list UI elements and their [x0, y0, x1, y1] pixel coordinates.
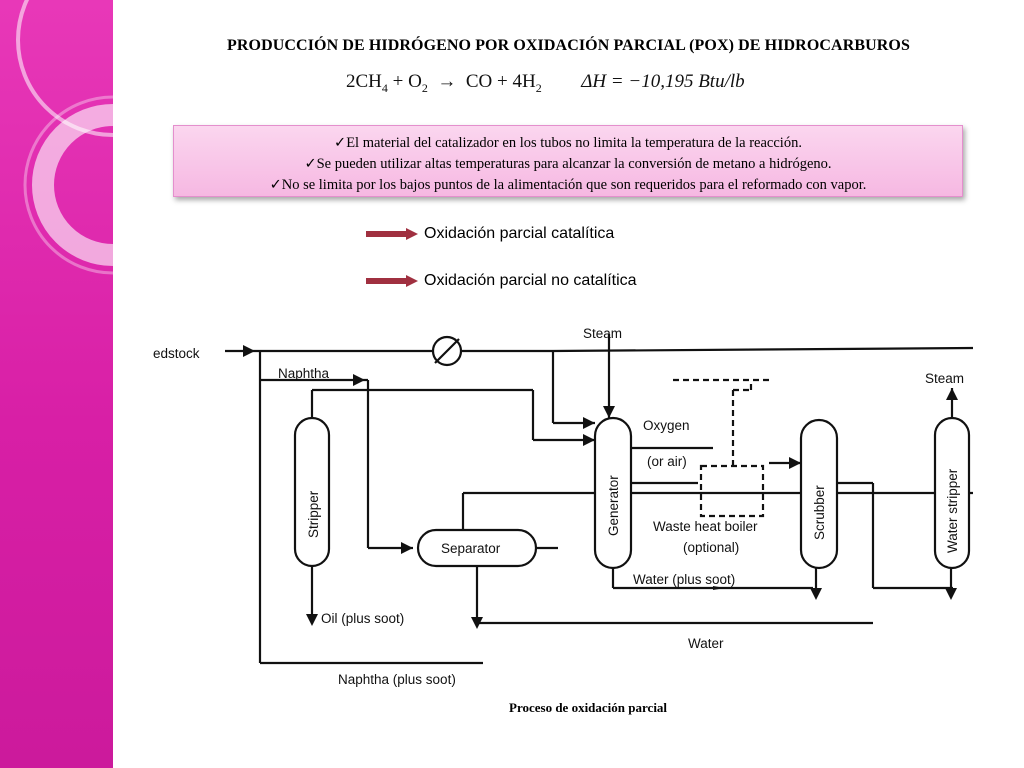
- flow-arrows: [243, 345, 958, 629]
- process-diagram: edstock Steam Steam Naphtha Stripper Sep…: [153, 326, 973, 687]
- label-steam-right: Steam: [925, 371, 964, 386]
- bullet-non-catalytic: Oxidación parcial no catalítica: [366, 270, 637, 292]
- callout-line: ✓No se limita por los bajos puntos de la…: [269, 177, 867, 193]
- equation-reactants: 2CH4 + O2: [346, 71, 428, 95]
- callout-box: ✓El material del catalizador en los tubo…: [173, 125, 963, 197]
- callout-line: ✓Se pueden utilizar altas temperaturas p…: [304, 156, 832, 172]
- label-waste-heat-boiler: Waste heat boiler: [653, 519, 758, 534]
- decorative-sidebar: [0, 0, 113, 768]
- slide-title: PRODUCCIÓN DE HIDRÓGENO POR OXIDACIÓN PA…: [227, 37, 910, 54]
- label-stripper: Stripper: [306, 490, 321, 538]
- label-optional: (optional): [683, 540, 739, 555]
- label-or-air: (or air): [647, 454, 687, 469]
- reaction-equation: 2CH4 + O2 → CO + 4H2 ΔH = −10,195 Btu/lb: [346, 71, 745, 96]
- label-naphtha-plus-soot: Naphtha (plus soot): [338, 672, 456, 687]
- decorative-circles: [16, 0, 113, 275]
- label-naphtha: Naphtha: [278, 366, 330, 381]
- label-water: Water: [688, 636, 724, 651]
- label-generator: Generator: [606, 475, 621, 536]
- label-steam-top: Steam: [583, 326, 622, 341]
- equation-arrow: →: [432, 71, 462, 92]
- label-scrubber: Scrubber: [812, 485, 827, 540]
- right-arrow-icon: [366, 275, 418, 287]
- callout-line: ✓El material del catalizador en los tubo…: [334, 135, 802, 151]
- figure-caption: Proceso de oxidación parcial: [509, 700, 668, 715]
- label-water-plus-soot: Water (plus soot): [633, 572, 735, 587]
- bullet-label: Oxidación parcial no catalítica: [424, 272, 637, 289]
- bullet-catalytic: Oxidación parcial catalítica: [366, 223, 614, 245]
- equation-enthalpy: ΔH = −10,195 Btu/lb: [581, 71, 745, 92]
- label-water-stripper: Water stripper: [945, 468, 960, 553]
- equation-products: CO + 4H2: [465, 71, 542, 95]
- label-oxygen: Oxygen: [643, 418, 690, 433]
- label-separator: Separator: [441, 541, 501, 556]
- right-arrow-icon: [366, 228, 418, 240]
- bullet-label: Oxidación parcial catalítica: [424, 225, 615, 242]
- label-feedstock: edstock: [153, 346, 200, 361]
- label-oil-plus-soot: Oil (plus soot): [321, 611, 404, 626]
